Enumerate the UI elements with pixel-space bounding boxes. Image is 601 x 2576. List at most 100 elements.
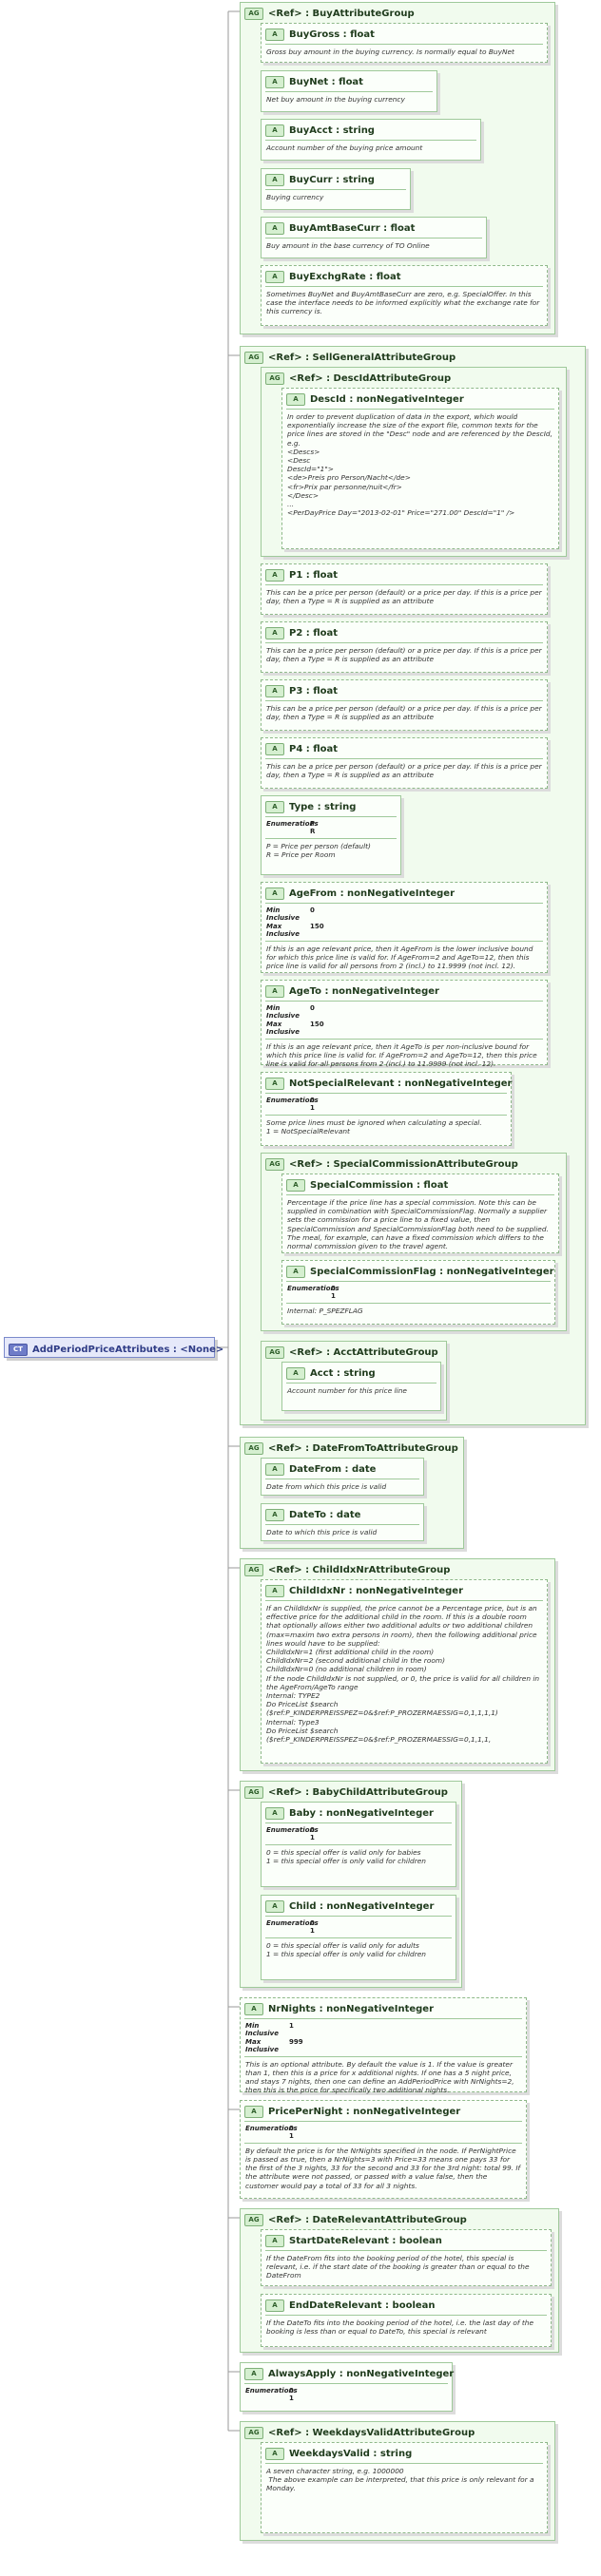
node-header: AG<Ref> : ChildIdxNrAttributeGroup bbox=[241, 1559, 554, 1577]
attribute-icon: A bbox=[265, 568, 284, 582]
attribute-group-icon: AG bbox=[244, 7, 263, 20]
facet-name bbox=[266, 1834, 310, 1841]
attribute-icon: A bbox=[265, 684, 284, 697]
attribute-icon: A bbox=[286, 1265, 305, 1278]
facet-name: Max Inclusive bbox=[266, 922, 300, 939]
facet-name: Enumerations bbox=[266, 1919, 319, 1927]
facet-value: P bbox=[310, 820, 316, 828]
facet-name: Enumerations bbox=[287, 1285, 339, 1292]
node-title: BuyAmtBaseCurr : float bbox=[289, 222, 416, 234]
documentation: Buying currency bbox=[266, 193, 324, 201]
facet-value: 0 bbox=[310, 1826, 315, 1834]
root-complex-type[interactable]: CT AddPeriodPriceAttributes : <None> bbox=[4, 1337, 223, 1358]
documentation: A seven character string, e.g. 1000000 T… bbox=[266, 2467, 534, 2493]
header-divider bbox=[265, 2250, 547, 2251]
facet-name: Min Inclusive bbox=[266, 906, 300, 923]
facet-value: 0 bbox=[331, 1285, 336, 1292]
facet-name: Enumerations bbox=[266, 1097, 319, 1104]
documentation: Net buy amount in the buying currency bbox=[266, 95, 405, 104]
facet-divider bbox=[265, 837, 397, 839]
facet-divider bbox=[265, 1038, 543, 1040]
facet-name bbox=[245, 2132, 289, 2140]
attribute-icon: A bbox=[265, 800, 284, 813]
header-divider bbox=[265, 286, 543, 287]
facet-name: Max Inclusive bbox=[245, 2037, 279, 2054]
node-title: <Ref> : ChildIdxNrAttributeGroup bbox=[268, 1564, 451, 1575]
attribute-icon: A bbox=[265, 75, 284, 88]
facet-value: 1 bbox=[310, 1104, 315, 1113]
facet-row: 1 bbox=[245, 2395, 447, 2402]
node-title: AgeFrom : nonNegativeInteger bbox=[289, 887, 456, 899]
node-title: P2 : float bbox=[289, 627, 339, 639]
node-title: AgeTo : nonNegativeInteger bbox=[289, 985, 439, 997]
attribute-group-icon: AG bbox=[244, 2213, 263, 2226]
node-title: NrNights : nonNegativeInteger bbox=[268, 2003, 435, 2014]
header-divider bbox=[265, 189, 406, 190]
node-title: P3 : float bbox=[289, 685, 339, 696]
attribute-group-icon: AG bbox=[244, 1441, 263, 1455]
node-title: Acct : string bbox=[310, 1367, 376, 1379]
node-title: P4 : float bbox=[289, 743, 339, 754]
documentation: Date from which this price is valid bbox=[266, 1482, 387, 1491]
header-divider bbox=[286, 1194, 554, 1195]
facet-divider bbox=[265, 940, 543, 942]
facet-name: Min Inclusive bbox=[266, 1004, 300, 1021]
attribute-icon: A bbox=[265, 1806, 284, 1820]
attribute-icon: A bbox=[265, 1508, 284, 1521]
node-header: AG<Ref> : DescIdAttributeGroup bbox=[262, 368, 566, 386]
facet-row: 1 bbox=[266, 1927, 451, 1935]
documentation: Percentage if the price line has a speci… bbox=[287, 1198, 552, 1251]
node-title: WeekdaysValid : string bbox=[289, 2448, 413, 2459]
header-divider bbox=[265, 584, 543, 585]
attribute-group-icon: AG bbox=[265, 372, 284, 385]
node-title: NotSpecialRelevant : nonNegativeInteger bbox=[289, 1078, 513, 1089]
header-divider bbox=[265, 2315, 547, 2316]
header-divider bbox=[265, 44, 543, 45]
node-title: Type : string bbox=[289, 801, 357, 812]
facet-name: Enumerations bbox=[245, 2125, 298, 2132]
facet-value: 0 bbox=[310, 1097, 315, 1104]
